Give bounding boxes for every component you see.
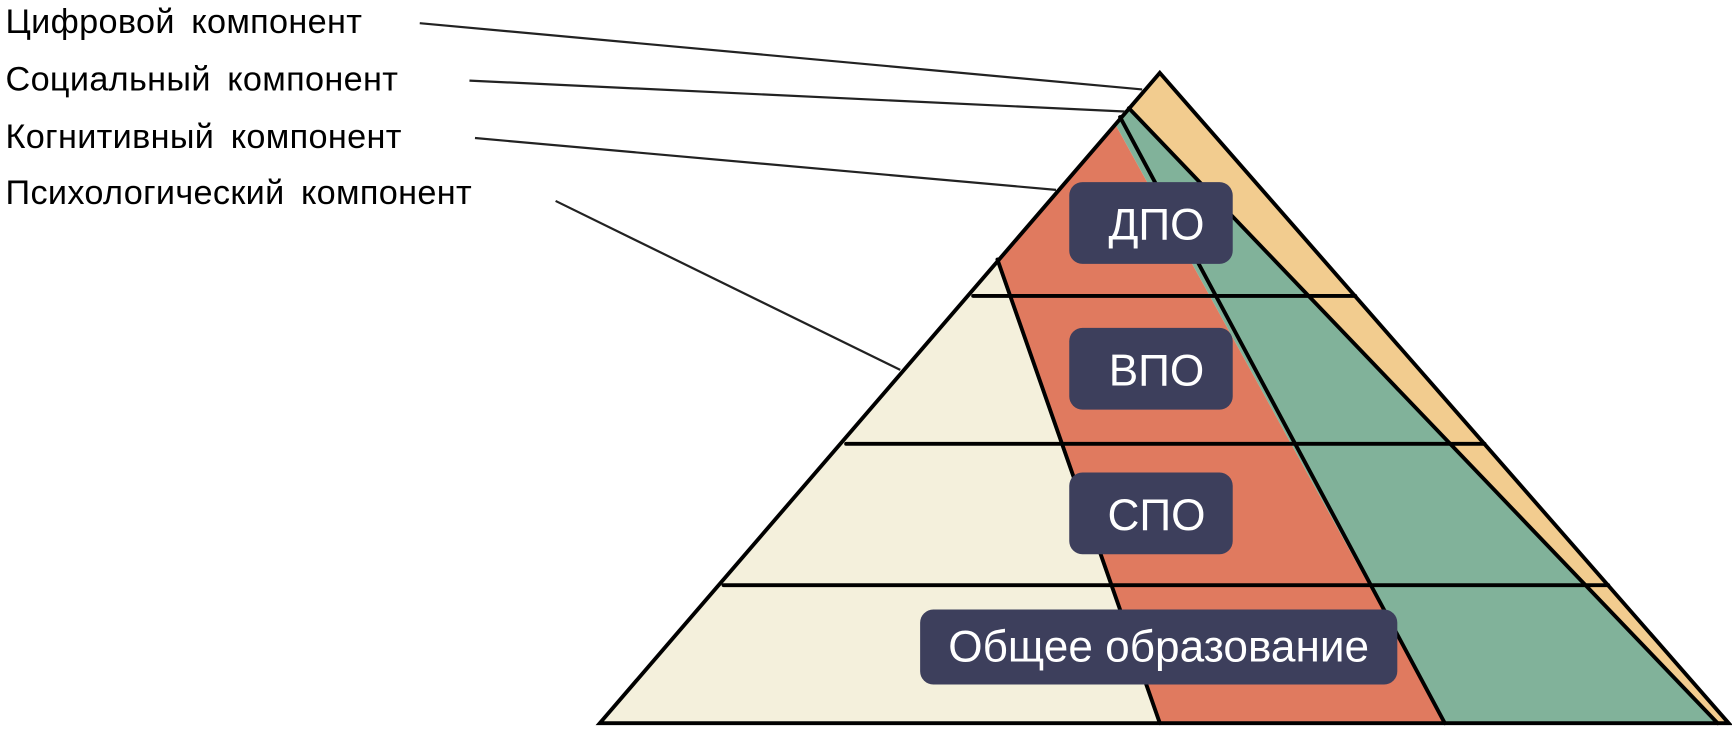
svg-text:ДПО: ДПО xyxy=(1108,201,1204,250)
svg-text:ВПО: ВПО xyxy=(1109,346,1205,395)
component-label-cognitive: Когнитивный компонент xyxy=(6,118,402,156)
leader-line xyxy=(419,22,1143,91)
level-box-dpo: ДПО xyxy=(1069,182,1233,264)
component-label-psychological: Психологический компонент xyxy=(6,174,472,212)
level-box-vpo: ВПО xyxy=(1069,327,1233,410)
pyramid-outline xyxy=(595,69,1732,726)
svg-text:СПО: СПО xyxy=(1108,491,1206,540)
digital-segment xyxy=(1128,72,1729,724)
svg-text:Общее образование: Общее образование xyxy=(948,622,1369,671)
component-label-digital: Цифровой компонент xyxy=(6,3,363,41)
social-segment xyxy=(1115,108,1718,724)
level-box-spo: СПО xyxy=(1069,472,1233,555)
leader-line xyxy=(469,79,1125,113)
component-label-social: Социальный компонент xyxy=(6,61,399,99)
leader-line xyxy=(474,136,1057,192)
psychological-segment xyxy=(599,259,1160,724)
level-box-general-education: Общее образование xyxy=(920,609,1398,685)
leader-line xyxy=(555,199,901,371)
